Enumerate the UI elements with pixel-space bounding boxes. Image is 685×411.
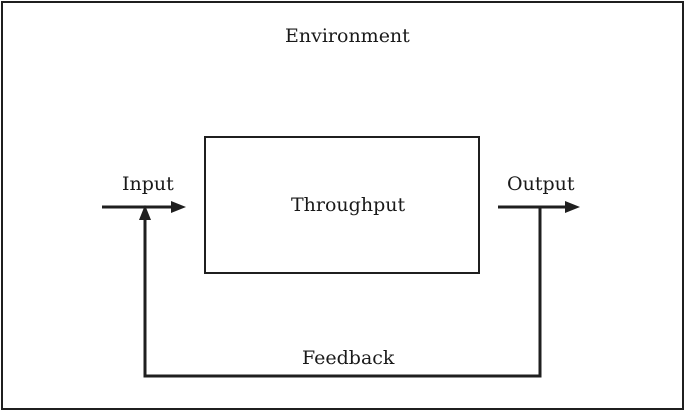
- feedback-arrow-head: [139, 205, 151, 220]
- input-arrow-head: [171, 201, 186, 213]
- throughput-box: [204, 136, 480, 274]
- output-label: Output: [507, 173, 575, 195]
- input-label: Input: [122, 173, 174, 195]
- environment-label: Environment: [285, 25, 410, 47]
- throughput-label: Throughput: [291, 194, 406, 216]
- output-arrow-head: [565, 201, 580, 213]
- feedback-loop-line: [143, 207, 542, 378]
- feedback-label: Feedback: [302, 347, 395, 369]
